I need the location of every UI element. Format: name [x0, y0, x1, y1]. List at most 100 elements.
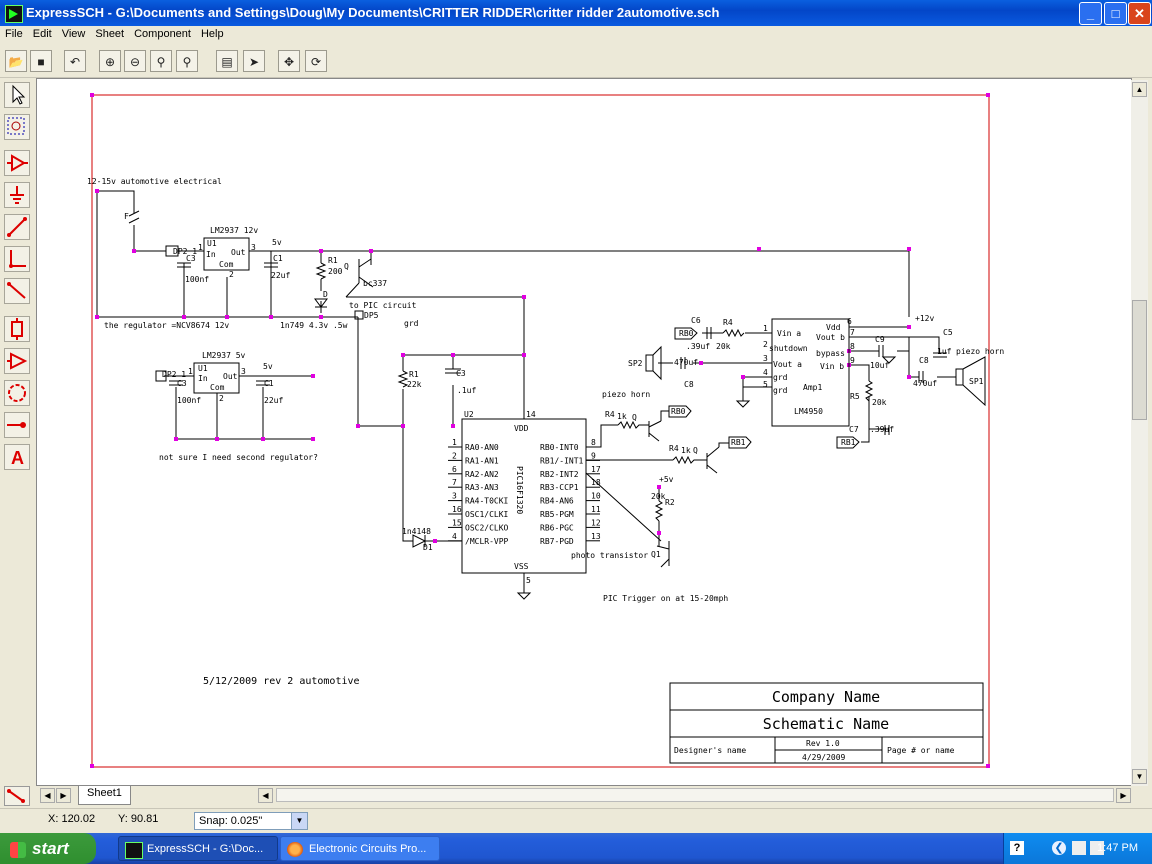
firefox-icon: [287, 842, 303, 857]
rb1-input-tag: RB1: [841, 438, 856, 447]
expresssch-app-icon[interactable]: [5, 5, 23, 23]
window-title: ExpressSCH - G:\Documents and Settings\D…: [26, 5, 720, 20]
c3-1-val: 100nf: [185, 275, 209, 284]
tab-sheet1[interactable]: Sheet1: [78, 786, 131, 805]
menu-view[interactable]: View: [61, 28, 86, 40]
sp1-label: SP1: [969, 377, 984, 386]
photo-transistor-label: photo transistor: [571, 551, 648, 560]
pic-left-pin-label: RA3-AN3: [465, 483, 499, 492]
line-icon[interactable]: [4, 278, 30, 304]
zoom-window-icon[interactable]: [4, 114, 30, 140]
minimize-button[interactable]: _: [1079, 2, 1102, 25]
hscroll-right-icon[interactable]: ▶: [1116, 788, 1131, 803]
amp-pin-1: 1: [763, 324, 768, 333]
chevron-down-icon[interactable]: ▼: [291, 813, 307, 829]
c9-ref: C9: [875, 335, 885, 344]
move-icon[interactable]: ✥: [278, 50, 300, 72]
menu-help[interactable]: Help: [200, 28, 224, 40]
q1-label: Q1: [651, 550, 661, 559]
r1-1-val: 200: [328, 267, 343, 276]
taskbar: start ExpressSCH - G:\Doc... Electronic …: [0, 833, 1152, 864]
pin-icon[interactable]: [4, 412, 30, 438]
c1-1-ref: C1: [273, 254, 283, 263]
rev-label: Rev 1.0: [806, 739, 840, 748]
bus-icon[interactable]: [4, 246, 30, 272]
r4-2-ref: R4: [669, 444, 679, 453]
tab-right-icon[interactable]: ▶: [56, 788, 71, 803]
title-block: [669, 682, 984, 764]
trigger-label: PIC Trigger on at 15-20mph: [603, 594, 728, 603]
save-icon[interactable]: ■: [30, 50, 52, 72]
zoom-fit-icon[interactable]: ⚲: [176, 50, 198, 72]
vertical-scrollbar[interactable]: ▲ ▼: [1131, 80, 1148, 786]
schematic-name: Schematic Name: [763, 715, 889, 733]
task-expresssch-label: ExpressSCH - G:\Doc...: [147, 843, 264, 855]
zoom-out-icon[interactable]: ⊖: [124, 50, 146, 72]
task-firefox[interactable]: Electronic Circuits Pro...: [280, 836, 440, 861]
scroll-down-icon[interactable]: ▼: [1132, 769, 1147, 784]
designer-name: Designer's name: [674, 746, 746, 755]
sheet-border: [91, 94, 990, 768]
r5-ref: R5: [850, 392, 860, 401]
reg1-ref: U1: [207, 239, 217, 248]
export-icon[interactable]: ➤: [243, 50, 265, 72]
note-second-regulator: not sure I need second regulator?: [159, 453, 318, 462]
hscroll-left-icon[interactable]: ◀: [258, 788, 273, 803]
part-icon[interactable]: [4, 316, 30, 342]
tool-palette: A: [0, 78, 35, 808]
sheet-corner-icon[interactable]: [4, 786, 30, 806]
amp-vout-b: Vout b: [816, 333, 845, 342]
select-arrow-icon[interactable]: [4, 82, 30, 108]
properties-icon[interactable]: ▤: [216, 50, 238, 72]
menu-edit[interactable]: Edit: [32, 28, 52, 40]
back-arrow-icon[interactable]: ❮: [1052, 841, 1066, 855]
pic-right-pin-number: 10: [591, 492, 601, 501]
wire-icon[interactable]: [4, 214, 30, 240]
horizontal-scrollbar[interactable]: [276, 788, 1114, 802]
pic-ref: U2: [464, 410, 474, 419]
tab-left-icon[interactable]: ◀: [40, 788, 55, 803]
close-button[interactable]: ✕: [1128, 2, 1151, 25]
c5-ref: C5: [943, 328, 953, 337]
network-icon[interactable]: [1072, 841, 1086, 855]
task-expresssch[interactable]: ExpressSCH - G:\Doc...: [118, 836, 278, 861]
pic-left-pins: 1RA0-AN02RA1-AN16RA2-AN27RA3-AN33RA4-T0C…: [448, 438, 509, 546]
pic-left-pin-number: 4: [452, 532, 457, 541]
help-icon[interactable]: ?: [1010, 841, 1024, 855]
snap-value: Snap: 0.025": [199, 815, 263, 827]
undo-icon[interactable]: ↶: [64, 50, 86, 72]
r5-val: 20k: [872, 398, 887, 407]
zoom-area-icon[interactable]: ⚲: [150, 50, 172, 72]
component-icon[interactable]: [4, 150, 30, 176]
r2-ref: R2: [665, 498, 675, 507]
menu-component[interactable]: Component: [134, 28, 191, 40]
amp-body: [771, 318, 850, 427]
c8-1-val: 470uf: [674, 358, 698, 367]
scroll-thumb[interactable]: [1132, 300, 1147, 420]
amp-icon[interactable]: [4, 348, 30, 374]
amp-pin-9: 9: [850, 356, 855, 365]
amp-vout-a: Vout a: [773, 360, 802, 369]
maximize-button[interactable]: □: [1104, 2, 1127, 25]
rotate-icon[interactable]: ⟳: [305, 50, 327, 72]
menu-sheet[interactable]: Sheet: [95, 28, 125, 40]
start-button[interactable]: start: [0, 833, 96, 864]
menu-file[interactable]: File: [5, 28, 23, 40]
circle-icon[interactable]: [4, 380, 30, 406]
pic-left-pin-label: RA0-AN0: [465, 443, 499, 452]
amp-pin-8: 8: [850, 342, 855, 351]
open-icon[interactable]: 📂: [5, 50, 27, 72]
zoom-in-icon[interactable]: ⊕: [99, 50, 121, 72]
amp-shutdown: shutdown: [769, 344, 808, 353]
regulator-1: [128, 210, 278, 271]
ground-icon[interactable]: [4, 182, 30, 208]
pic-right-pin-label: RB4-AN6: [540, 497, 574, 506]
volume-icon[interactable]: [1090, 841, 1104, 855]
reg1-in: In: [206, 250, 216, 259]
amp-pin-7: 7: [850, 328, 855, 337]
schematic-canvas[interactable]: 12-15v automotive electrical F LM2937 12…: [36, 78, 1132, 786]
pic-right-pin-label: RB6-PGC: [540, 523, 574, 532]
scroll-up-icon[interactable]: ▲: [1132, 82, 1147, 97]
text-icon[interactable]: A: [4, 444, 30, 470]
snap-select[interactable]: Snap: 0.025" ▼: [194, 812, 308, 830]
